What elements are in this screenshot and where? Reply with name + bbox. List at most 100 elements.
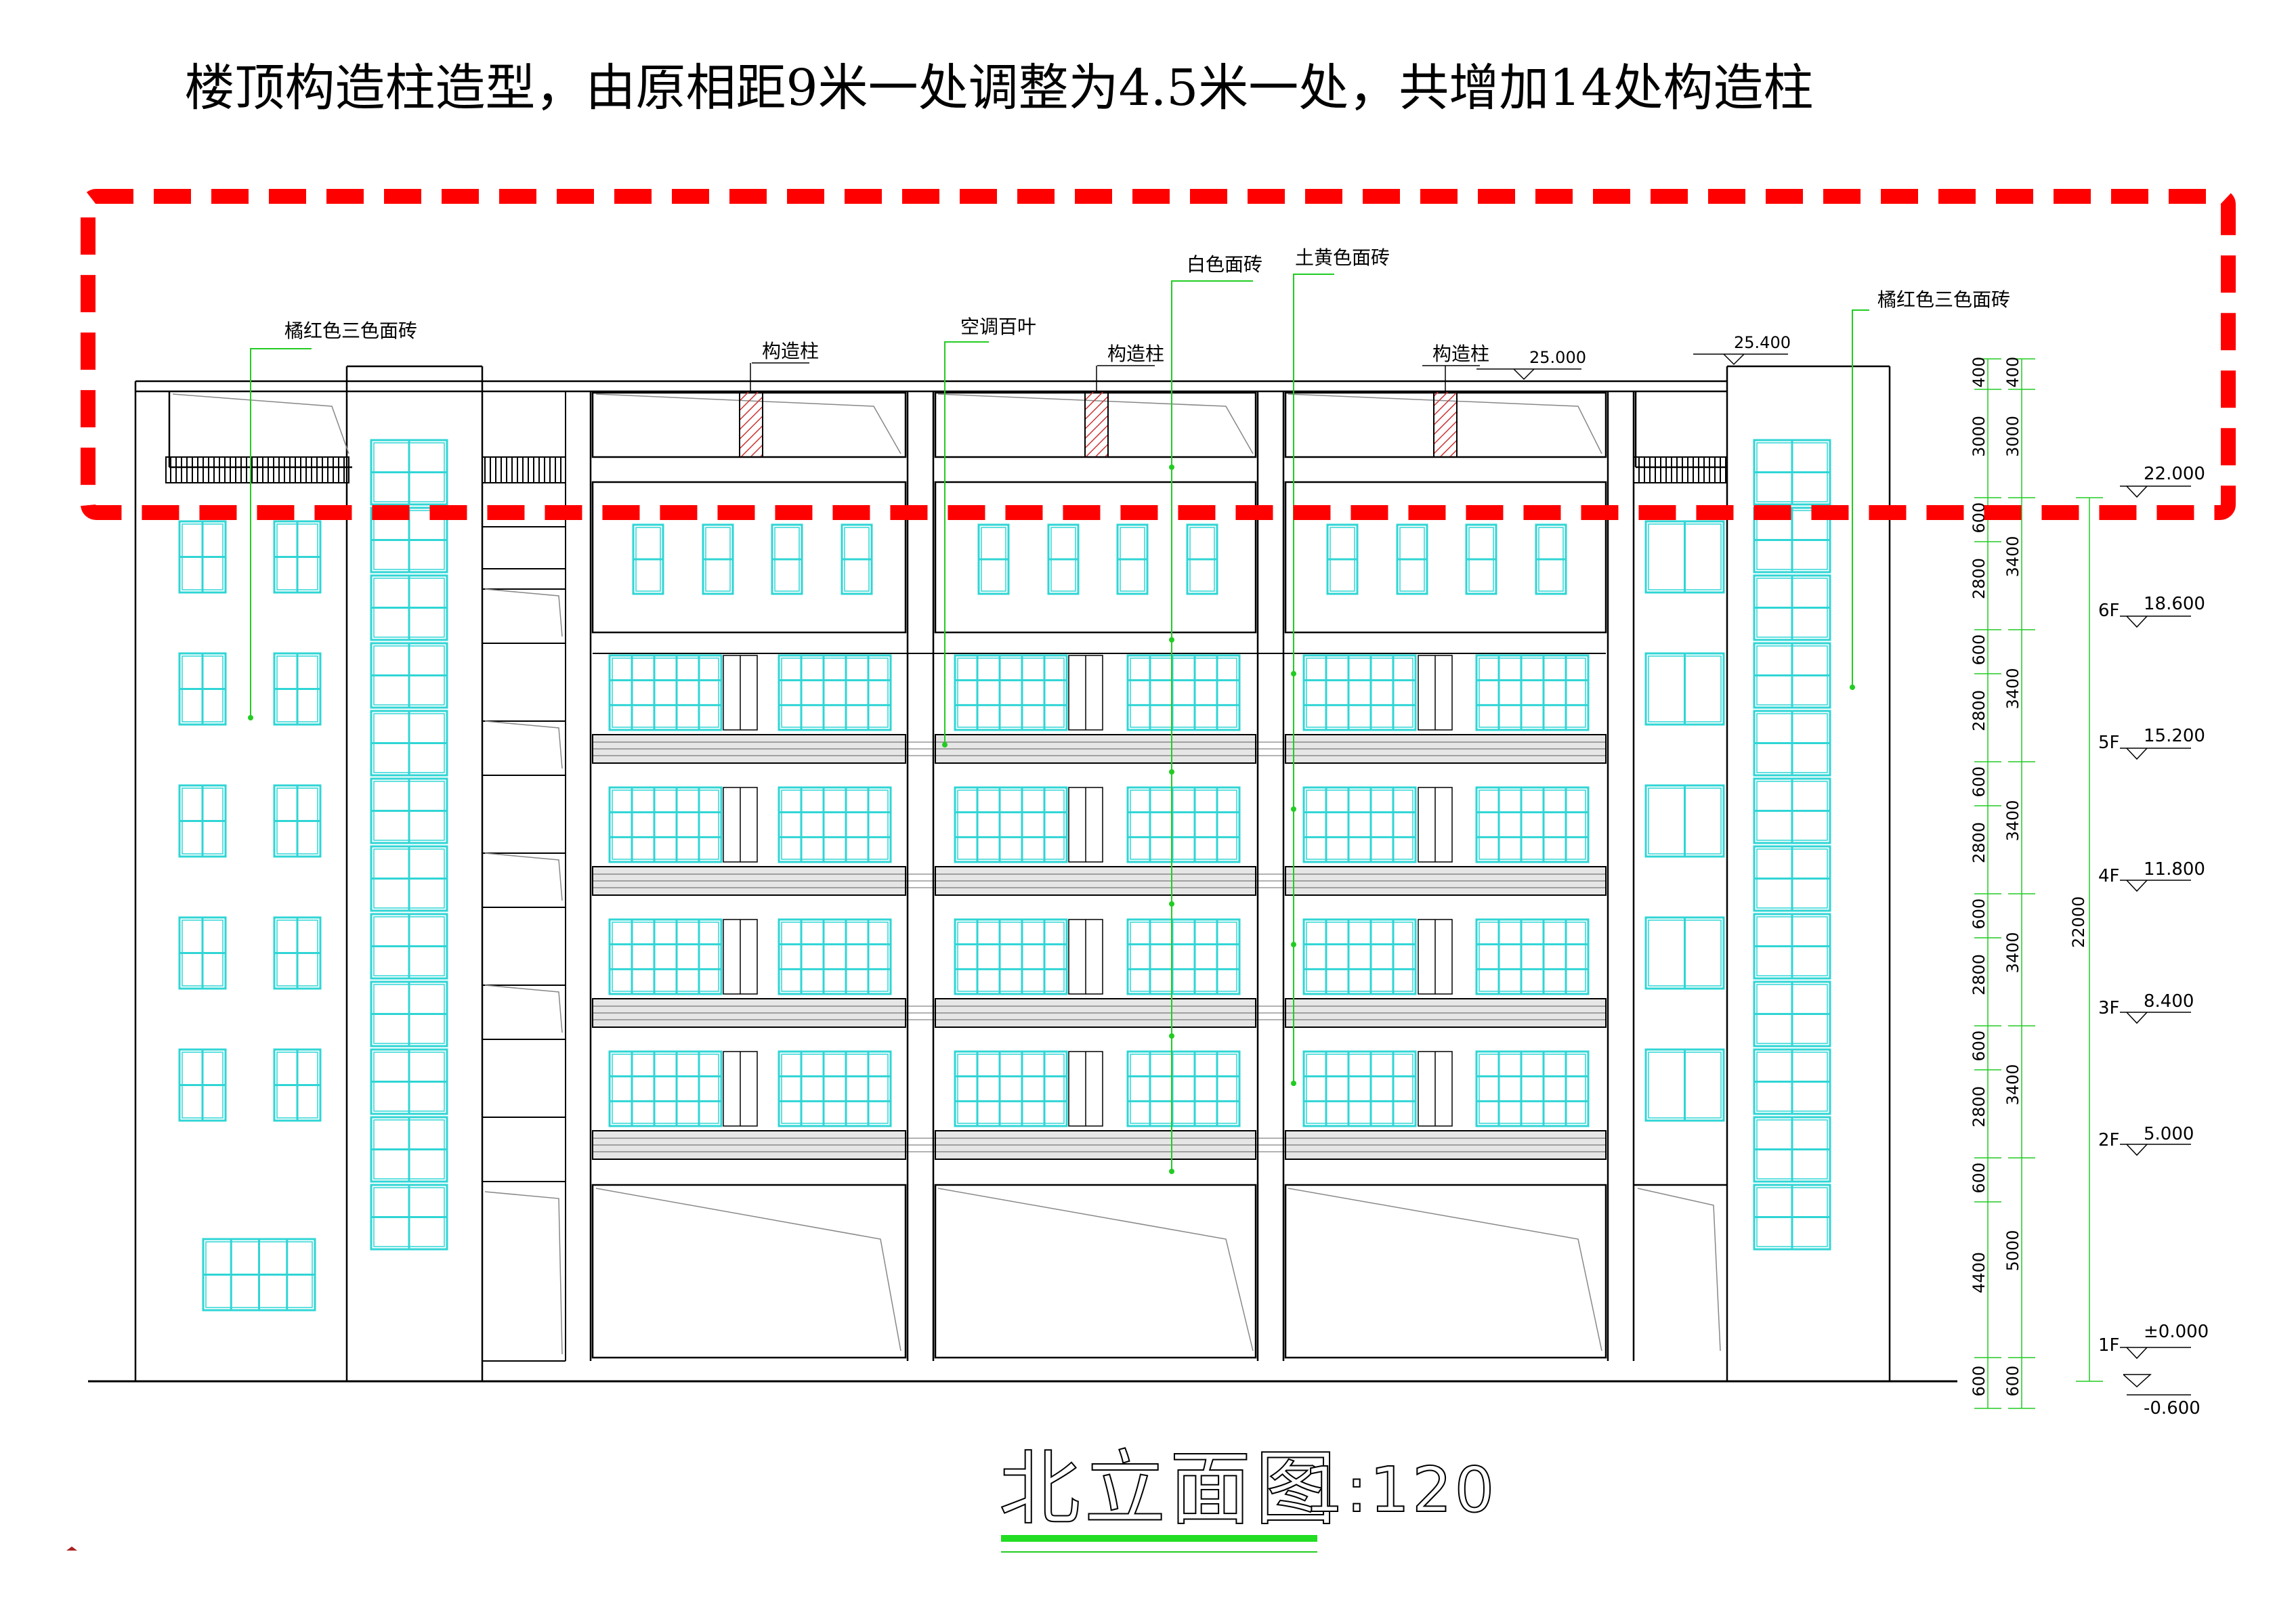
- callout-ac-louver: 空调百叶: [960, 316, 1036, 338]
- small-mark: [66, 1547, 77, 1551]
- window-strip-right: [1753, 777, 1831, 844]
- dimension-outer-text: 2800: [1970, 1086, 1989, 1127]
- window-strip-right: [1753, 642, 1831, 709]
- window-balcony: [608, 786, 723, 863]
- window: [178, 784, 227, 858]
- window-balcony: [1302, 654, 1417, 731]
- elevation-1f: ±0.000: [2144, 1322, 2209, 1342]
- dimension-outer-text: 400: [1970, 357, 1989, 388]
- window-balcony: [954, 918, 1068, 995]
- dimension-outer-text: 600: [1970, 766, 1989, 798]
- balcony-mid-panel: [1068, 655, 1103, 731]
- window: [273, 916, 322, 990]
- window-top: [1186, 523, 1218, 595]
- window: [178, 916, 227, 990]
- balcony-mid-panel: [723, 919, 758, 995]
- window-strip-left: [370, 1116, 448, 1183]
- floor-label-4f: 4F: [2098, 866, 2120, 886]
- column-label-underlines: [750, 362, 1480, 391]
- elevation-3f: 8.400: [2144, 991, 2194, 1012]
- window-strip-right: [1753, 506, 1831, 574]
- window-top: [1326, 523, 1359, 595]
- window-balcony: [1302, 918, 1417, 995]
- dimension-inner-text: 3400: [2003, 1064, 2022, 1105]
- shading-lines: [172, 393, 1721, 1355]
- window: [178, 1048, 227, 1122]
- floor-label-2f: 2F: [2098, 1130, 2120, 1150]
- window-top: [1047, 523, 1080, 595]
- balcony-mid-panel: [1418, 919, 1453, 995]
- dimension-lines: [1987, 359, 2090, 1408]
- roof-elevation-markers: [1476, 353, 1788, 381]
- window-balcony: [778, 786, 892, 863]
- window-balcony: [1475, 786, 1590, 863]
- callout-white-tile: 白色面砖: [1187, 253, 1262, 276]
- balcony-mid-panel: [1418, 655, 1453, 731]
- window: [273, 652, 322, 726]
- elevation-4f: 11.800: [2144, 859, 2205, 880]
- window-balcony: [778, 918, 892, 995]
- window-balcony: [1126, 1050, 1241, 1127]
- floor-label-3f: 3F: [2098, 998, 2120, 1018]
- window-strip-right: [1753, 1048, 1831, 1115]
- window-strip-right: [1753, 1184, 1831, 1251]
- window-strip-left: [370, 845, 448, 912]
- window-top: [632, 523, 664, 595]
- drawing-title: 北立面图: [999, 1442, 1340, 1536]
- window-strip-left: [370, 777, 448, 844]
- dimension-outer-text: 2800: [1970, 558, 1989, 599]
- elevation-2f: 5.000: [2144, 1124, 2194, 1144]
- window: [178, 520, 227, 594]
- dimension-outer-text: 2800: [1970, 954, 1989, 995]
- window-balcony: [954, 654, 1068, 731]
- drawing-scale: 1:120: [1304, 1454, 1497, 1526]
- dimension-outer-text: 600: [1970, 899, 1989, 930]
- dimension-inner-text: 3000: [2003, 416, 2022, 457]
- window-entrance: [202, 1238, 316, 1312]
- leader-dots: [248, 464, 1855, 1174]
- window-balcony: [954, 786, 1068, 863]
- window-top: [977, 523, 1010, 595]
- elevation-parapet: 22.000: [2144, 464, 2205, 484]
- window-top: [841, 523, 873, 595]
- window-top: [702, 523, 734, 595]
- dimension-inner-text: 3400: [2003, 932, 2022, 973]
- dimension-total: 22000: [2069, 896, 2088, 948]
- dimension-inner-text: 3400: [2003, 800, 2022, 841]
- highlight-box: [81, 189, 2236, 520]
- dimension-inner-text: 400: [2003, 357, 2022, 388]
- window-strip-left: [370, 1184, 448, 1251]
- balcony-mid-panel: [1068, 919, 1103, 995]
- dimension-outer-text: 600: [1970, 1031, 1989, 1062]
- roof-railing-left: [165, 456, 349, 483]
- window-top: [1535, 523, 1567, 595]
- callout-earth-yellow-tile: 土黄色面砖: [1295, 246, 1390, 269]
- floor-level-markers: [2120, 485, 2191, 1396]
- balcony-mid-panel: [723, 787, 758, 863]
- window-strip-right: [1753, 980, 1831, 1047]
- floor-label-5f: 5F: [2098, 733, 2120, 753]
- window-right-wing: [1644, 652, 1725, 726]
- elevation-6f: 18.600: [2144, 594, 2205, 614]
- callout-column-3: 构造柱: [1432, 343, 1489, 365]
- balcony-mid-panel: [1068, 787, 1103, 863]
- window-strip-right: [1753, 845, 1831, 912]
- window-balcony: [778, 654, 892, 731]
- window-strip-left: [370, 439, 448, 506]
- callout-column-2: 构造柱: [1107, 343, 1164, 365]
- dimension-outer-text: 600: [1970, 1163, 1989, 1194]
- window-balcony: [1475, 654, 1590, 731]
- window-strip-right: [1753, 710, 1831, 777]
- window-balcony: [778, 1050, 892, 1127]
- building-outline: [134, 365, 1891, 1381]
- window-balcony: [954, 1050, 1068, 1127]
- balcony-mid-panel: [1068, 1051, 1103, 1127]
- balcony-bands: [592, 653, 1607, 1160]
- construction-column-1: [739, 391, 763, 458]
- window-strip-left: [370, 710, 448, 777]
- callout-column-1: 构造柱: [762, 340, 819, 362]
- dimension-outer-text: 600: [1970, 1366, 1989, 1397]
- balcony-mid-panel: [1418, 787, 1453, 863]
